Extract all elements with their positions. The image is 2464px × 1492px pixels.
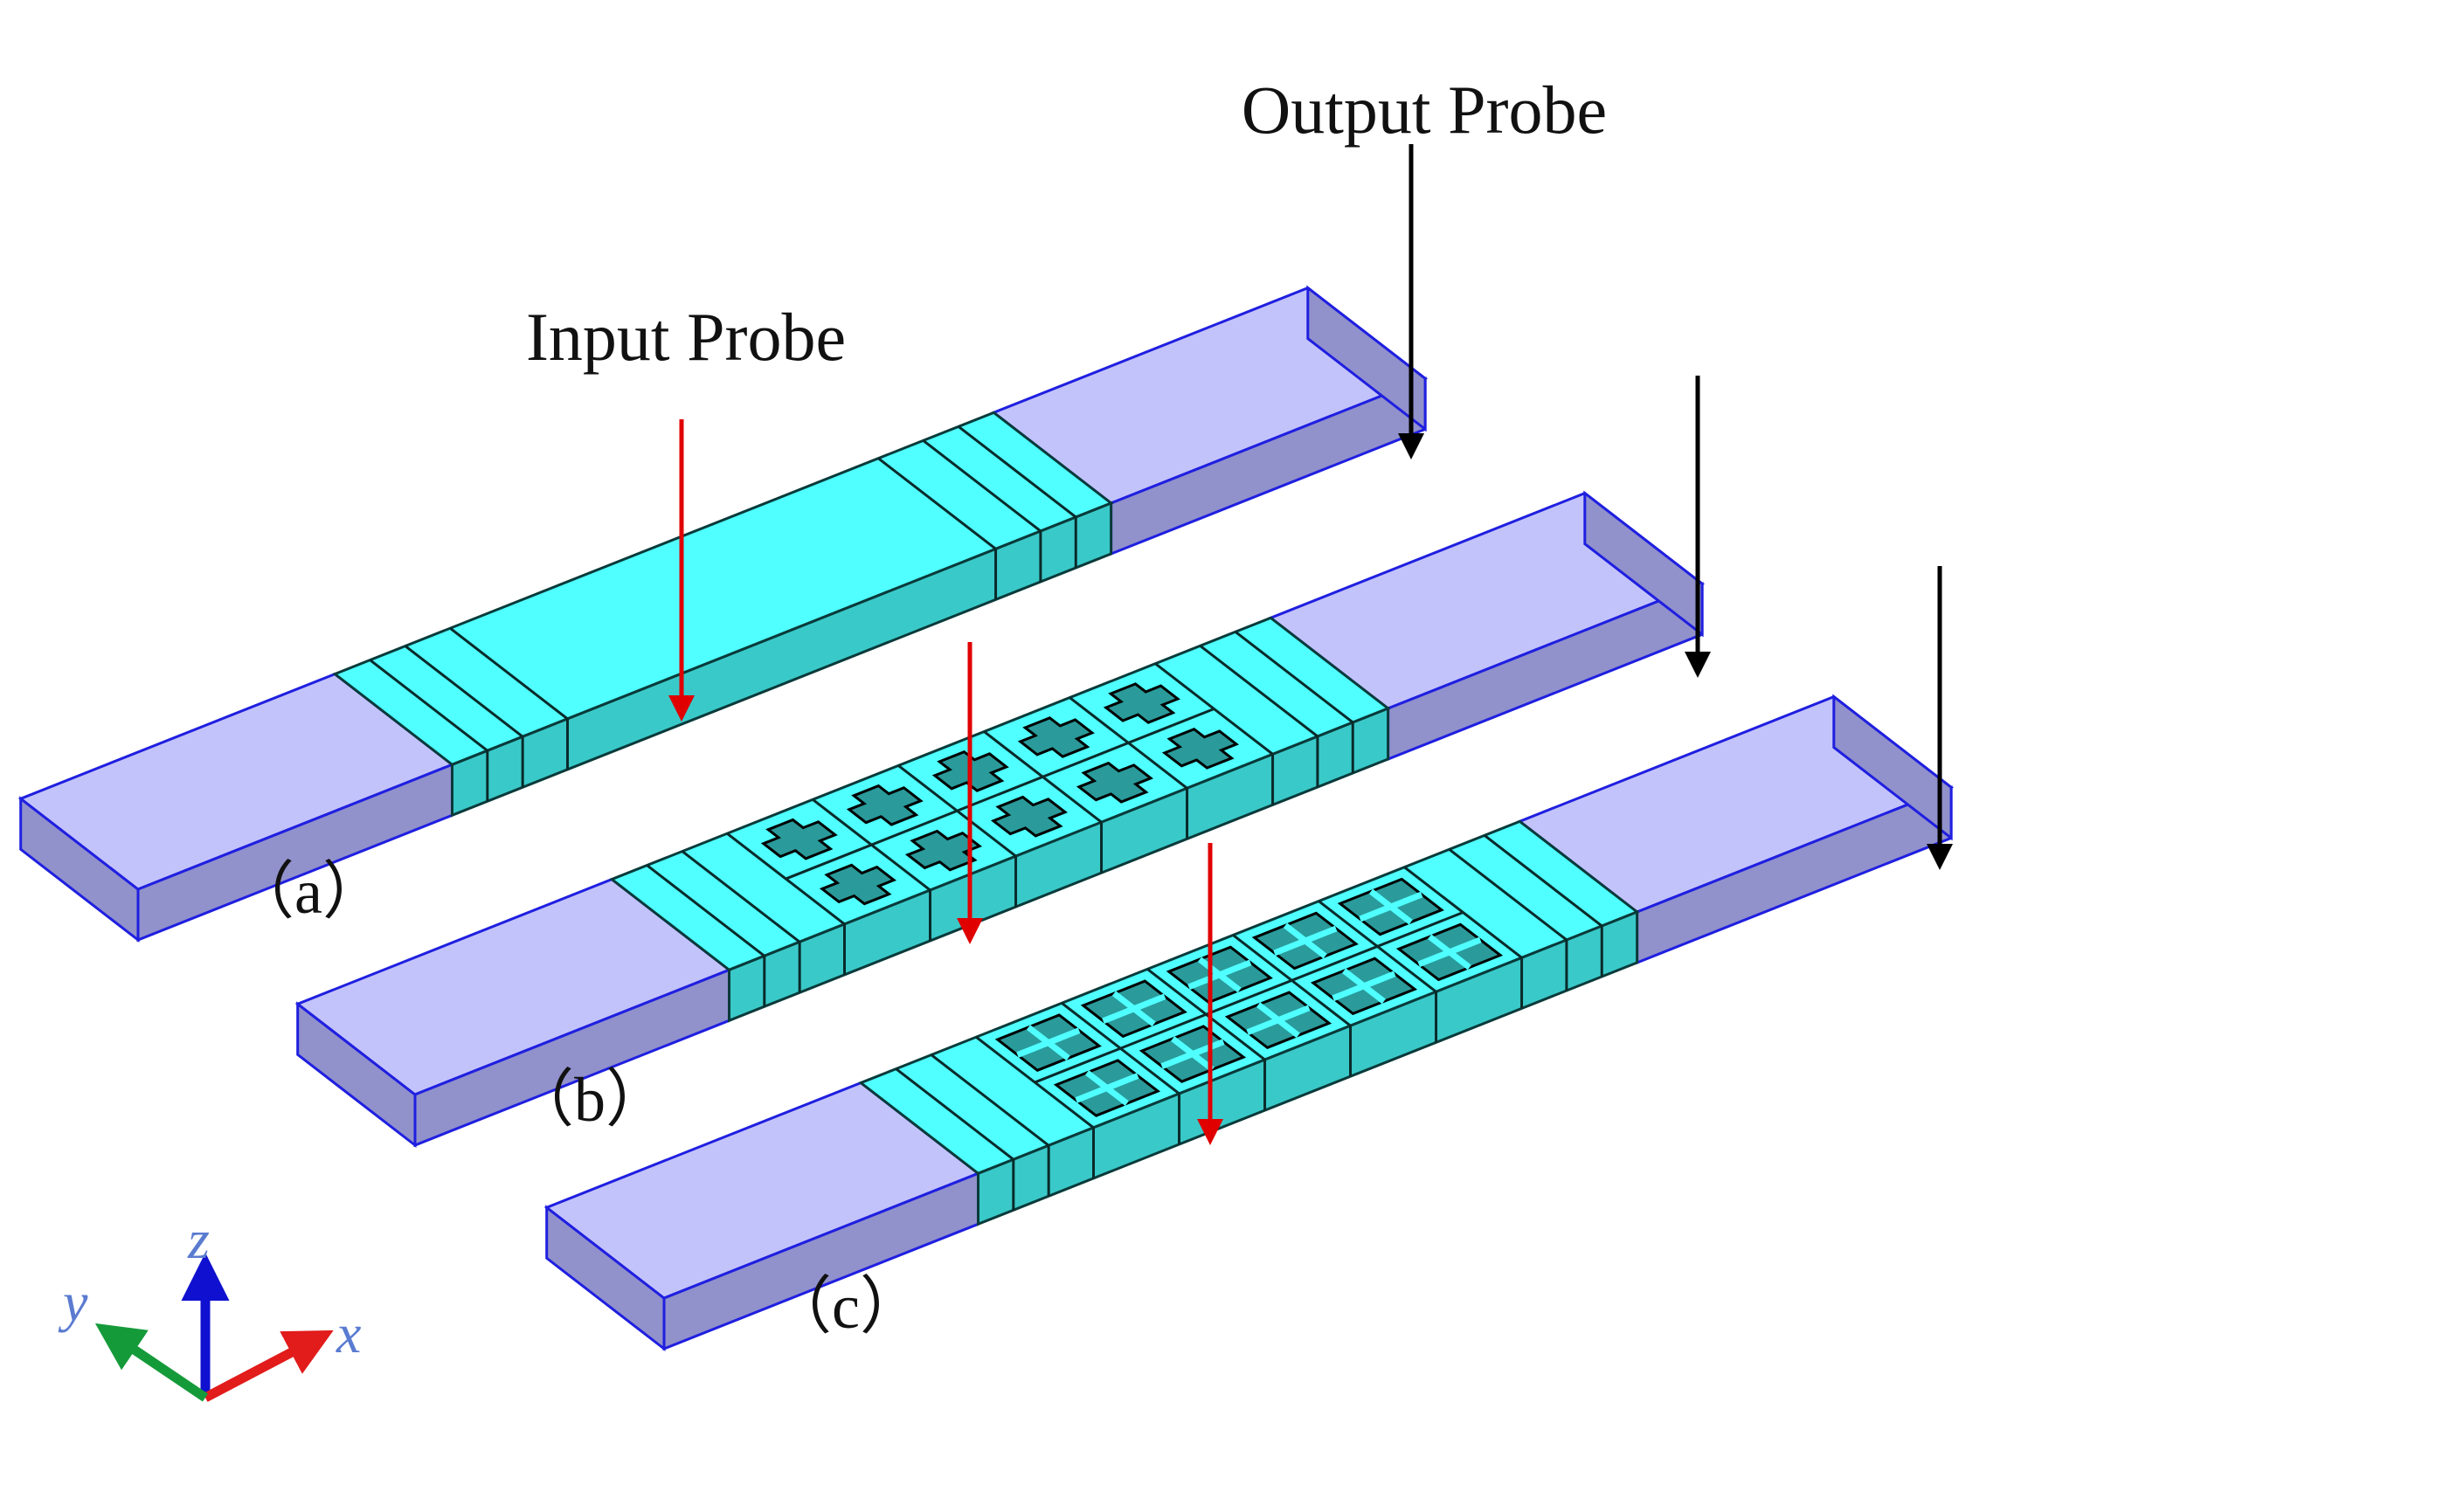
cross-hole xyxy=(1103,682,1180,724)
grid-bar xyxy=(1026,1025,1070,1061)
grid-bar xyxy=(1197,957,1242,993)
section-line xyxy=(922,439,1042,533)
section-line xyxy=(404,645,524,738)
probe-arrows-layer xyxy=(668,144,1953,1145)
grid-bar xyxy=(1256,1002,1300,1039)
slab-c xyxy=(543,694,1955,1352)
grid-bar xyxy=(1084,1070,1129,1106)
section-line xyxy=(646,864,765,957)
axis-y-icon xyxy=(94,1323,209,1402)
cell-line xyxy=(1034,911,1464,1084)
section-line xyxy=(369,659,488,752)
axis-triad: z x y xyxy=(58,1208,361,1402)
grid-bar xyxy=(1428,934,1471,970)
slab-a xyxy=(17,285,1429,943)
section-line xyxy=(1448,848,1568,942)
axis-x-label: x xyxy=(336,1302,361,1364)
section-line xyxy=(681,850,801,943)
cross-hole xyxy=(1076,761,1153,804)
cross-hole xyxy=(1017,716,1095,758)
cross-hole xyxy=(760,818,838,860)
panel-label-b: （b） xyxy=(511,1065,668,1135)
cross-hole xyxy=(990,795,1068,838)
slab-far-end xyxy=(1583,490,1704,638)
grid-bar xyxy=(1111,991,1156,1027)
section-line xyxy=(1199,645,1319,738)
grid-bar xyxy=(1283,922,1327,959)
slabs-layer xyxy=(17,285,1955,1352)
section-line xyxy=(1235,631,1354,724)
section-line xyxy=(449,627,569,721)
section-line xyxy=(895,1067,1014,1161)
grid-bar xyxy=(1368,888,1413,925)
input-probe-label: Input Probe xyxy=(526,299,846,375)
waveguide-side xyxy=(728,706,1390,1023)
cross-hole xyxy=(1161,727,1239,770)
section-line xyxy=(877,457,997,550)
cell-line xyxy=(785,708,1215,881)
output-probe-label: Output Probe xyxy=(1242,72,1607,148)
axis-y-label: y xyxy=(58,1271,88,1333)
axis-z-label: z xyxy=(187,1208,210,1270)
cross-hole xyxy=(819,863,897,906)
section-line xyxy=(930,1053,1050,1147)
slab-far-end xyxy=(1832,694,1953,841)
section-line xyxy=(1484,834,1603,928)
waveguide-side xyxy=(451,501,1113,818)
cross-hole xyxy=(904,829,983,872)
cross-hole xyxy=(846,784,924,826)
slab-b xyxy=(294,490,1706,1149)
waveguide-side xyxy=(977,909,1639,1226)
section-line xyxy=(958,425,1077,519)
grid-bar xyxy=(1341,968,1386,1005)
panel-label-a: （a） xyxy=(232,857,385,927)
panel-label-c: （c） xyxy=(769,1272,923,1342)
grid-bar xyxy=(1170,1036,1215,1073)
slab-far-end xyxy=(1306,285,1427,432)
axis-x-icon xyxy=(203,1330,334,1402)
